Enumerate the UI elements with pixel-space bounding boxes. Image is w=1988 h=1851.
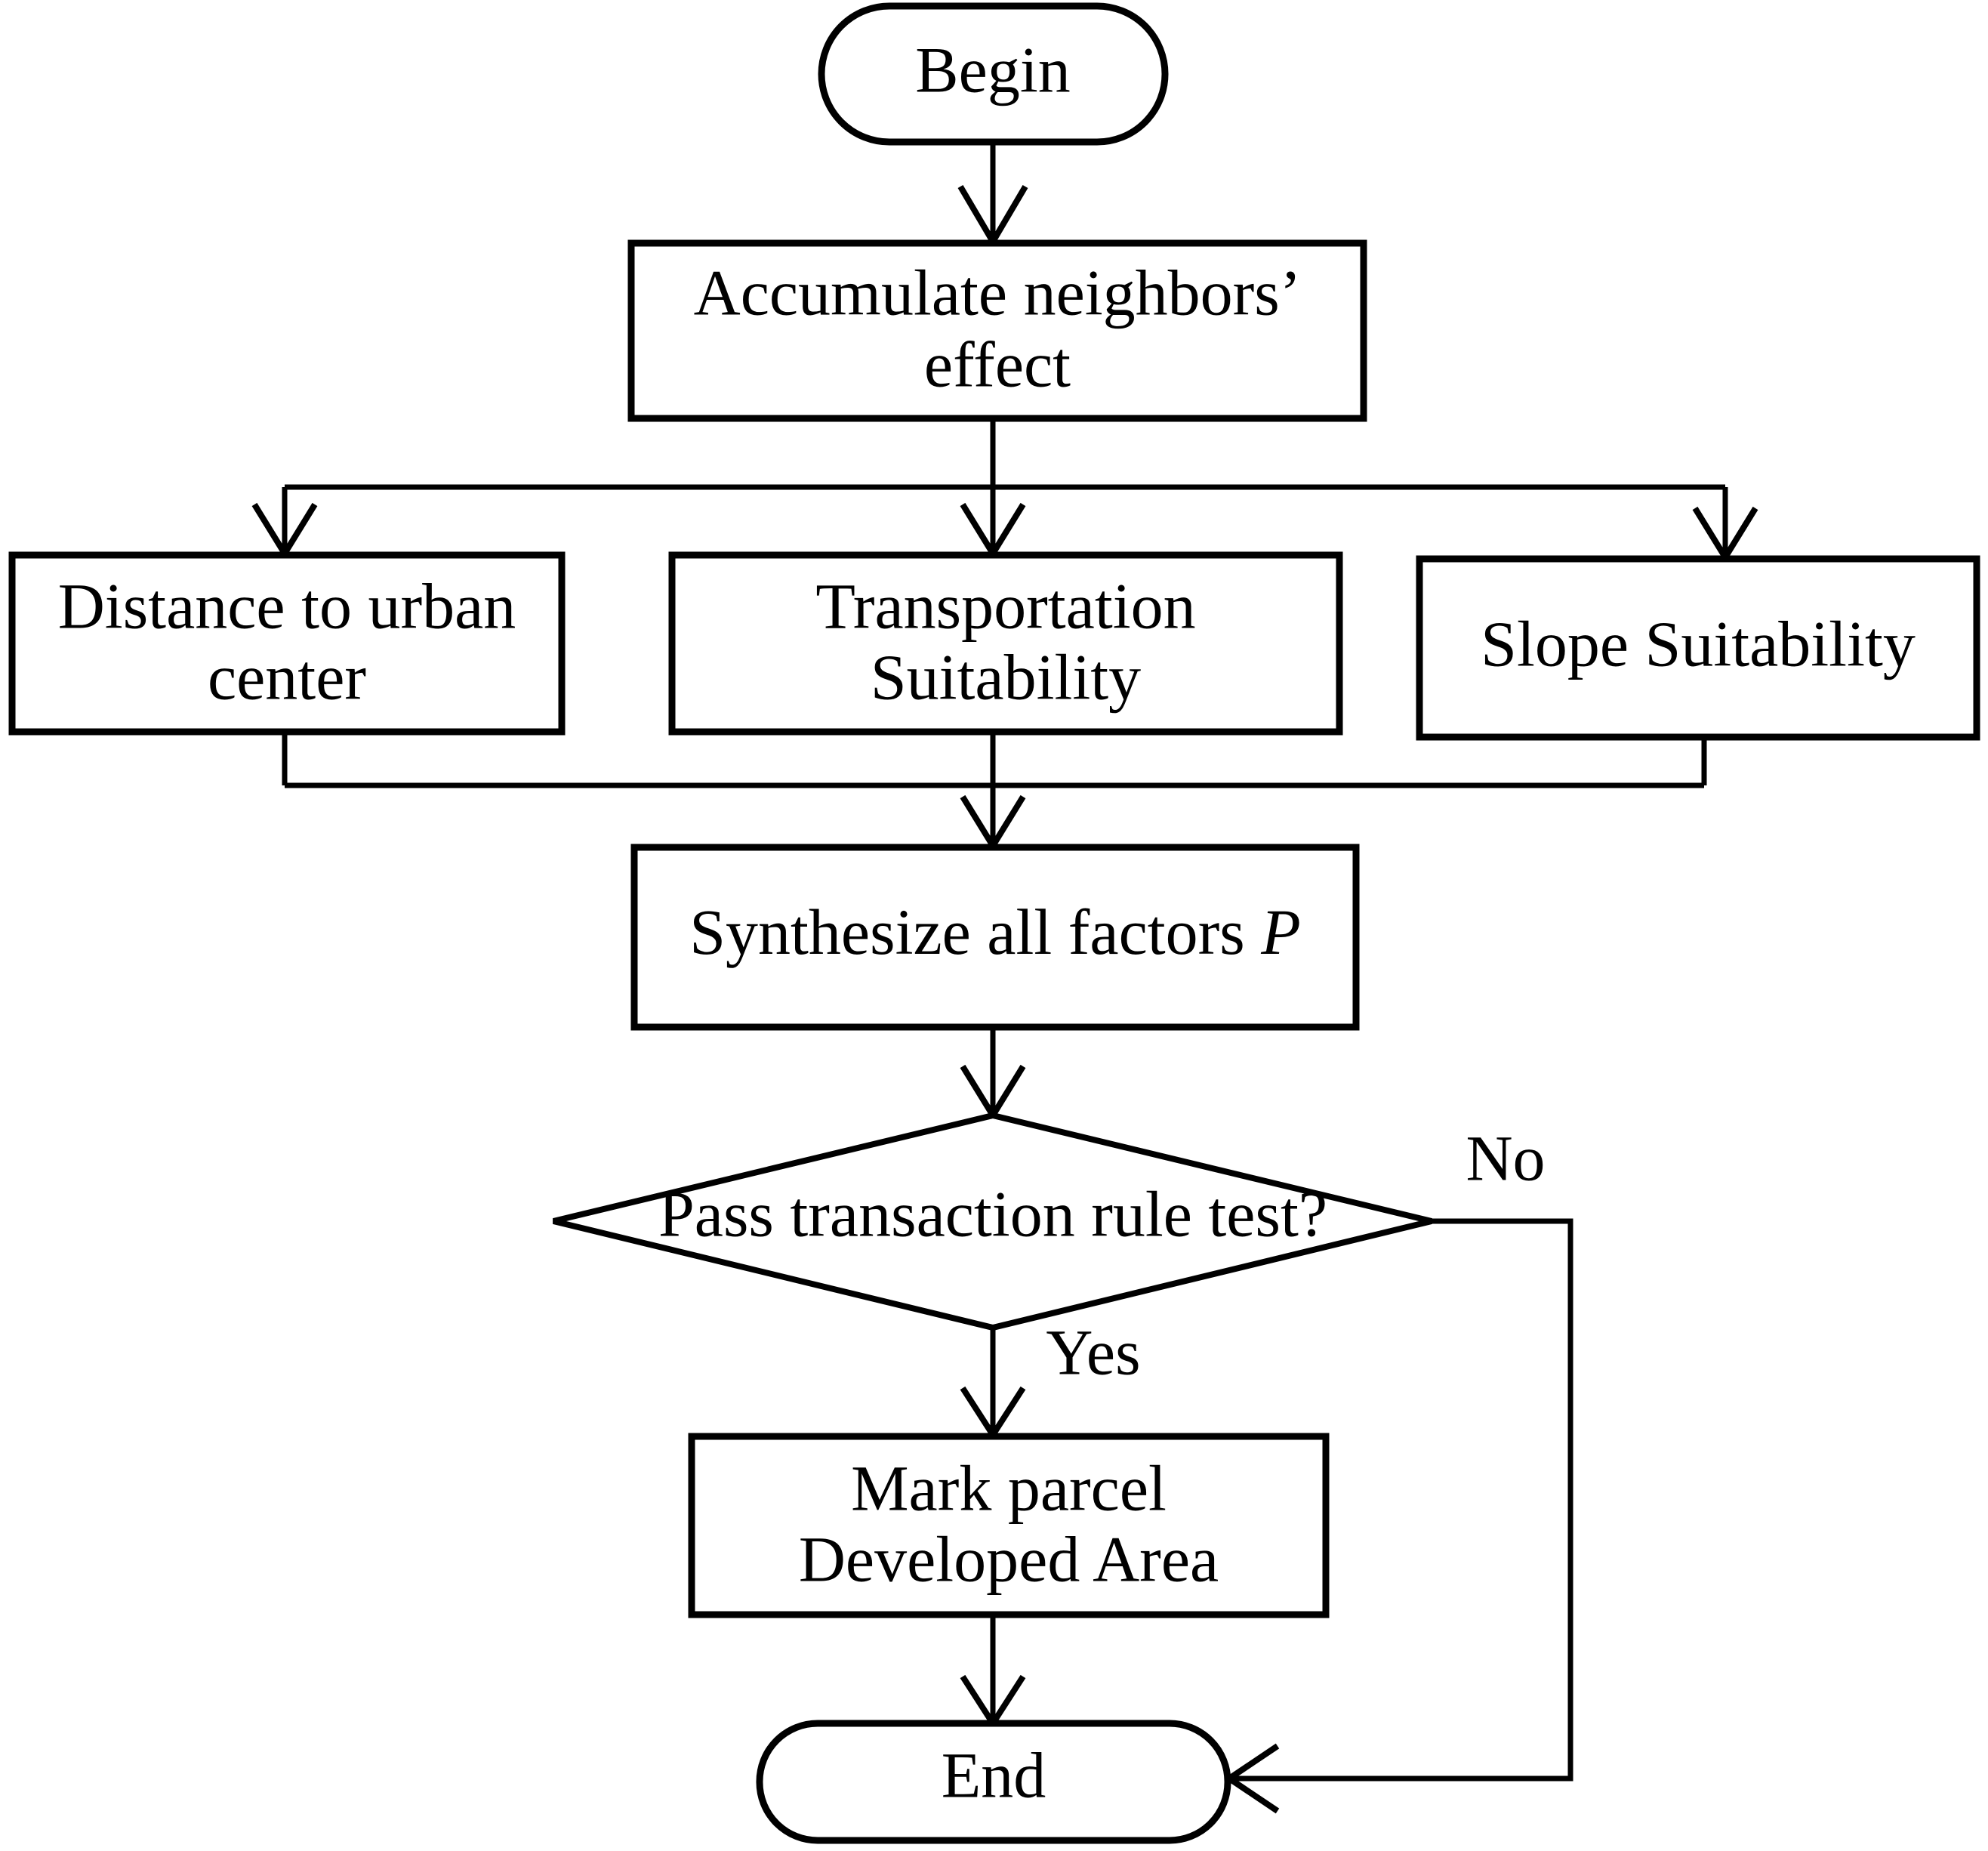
- synthesize-label-variable: P: [1260, 896, 1301, 968]
- distance-process-shape: [8, 551, 566, 736]
- node-end[interactable]: End: [756, 1720, 1231, 1844]
- mark-process-shape: [688, 1433, 1330, 1618]
- synthesize-label-prefix: Synthesize all factors: [689, 896, 1261, 968]
- accumulate-process-shape: [627, 239, 1367, 422]
- accumulate-label-line1: Accumulate neighbors’: [694, 257, 1302, 329]
- end-label: End: [942, 1739, 1046, 1812]
- begin-terminator-shape: [818, 2, 1169, 146]
- edge-branch-to-transportation: [960, 487, 1026, 560]
- node-accumulate-neighbors-effect[interactable]: Accumulate neighbors’ effect: [627, 239, 1367, 422]
- decision-label: Pass transaction rule test?: [658, 1178, 1327, 1251]
- mark-label-line2: Developed Area: [799, 1523, 1219, 1596]
- synthesize-label: Synthesize all factors P: [689, 896, 1301, 968]
- edge-branch-to-slope: [1692, 487, 1758, 563]
- slope-label-line1: Slope Suitability: [1481, 608, 1916, 680]
- begin-label: Begin: [915, 34, 1070, 106]
- transportation-label-line1: Transportation: [815, 570, 1195, 643]
- node-transportation-suitability[interactable]: Transportation Suitability: [668, 551, 1343, 736]
- synthesize-process-shape: [630, 844, 1360, 1031]
- accumulate-label-line2: effect: [924, 329, 1071, 401]
- edge-mark-to-end: [960, 1614, 1026, 1729]
- transportation-process-shape: [668, 551, 1343, 736]
- edge-label-no: No: [1466, 1122, 1545, 1195]
- end-terminator-shape: [756, 1720, 1231, 1844]
- distance-label-line1: Distance to urban: [58, 570, 516, 643]
- edge-begin-to-accumulate: [957, 142, 1028, 248]
- distance-label-line2: center: [208, 641, 366, 714]
- edge-synthesize-to-decision: [960, 1029, 1026, 1121]
- edge-accumulate-to-branch-bar: [285, 419, 1725, 490]
- node-synthesize-all-factors[interactable]: Synthesize all factors P: [630, 844, 1360, 1031]
- node-begin[interactable]: Begin: [818, 2, 1169, 146]
- node-decision-pass-transaction-rule-test[interactable]: Pass transaction rule test?: [553, 1112, 1432, 1331]
- mark-label-line1: Mark parcel: [851, 1452, 1167, 1525]
- decision-diamond-shape: [553, 1112, 1432, 1331]
- slope-process-shape: [1416, 555, 1980, 741]
- edge-merge-to-synthesize: [282, 733, 1707, 852]
- edge-decision-yes-to-mark: [960, 1328, 1026, 1441]
- node-mark-parcel-developed-area[interactable]: Mark parcel Developed Area: [688, 1433, 1330, 1618]
- node-slope-suitability[interactable]: Slope Suitability: [1416, 555, 1980, 741]
- node-distance-to-urban-center[interactable]: Distance to urban center: [8, 551, 566, 736]
- transportation-label-line2: Suitability: [871, 641, 1141, 714]
- edge-branch-to-distance: [251, 487, 318, 560]
- edge-label-yes: Yes: [1046, 1316, 1140, 1389]
